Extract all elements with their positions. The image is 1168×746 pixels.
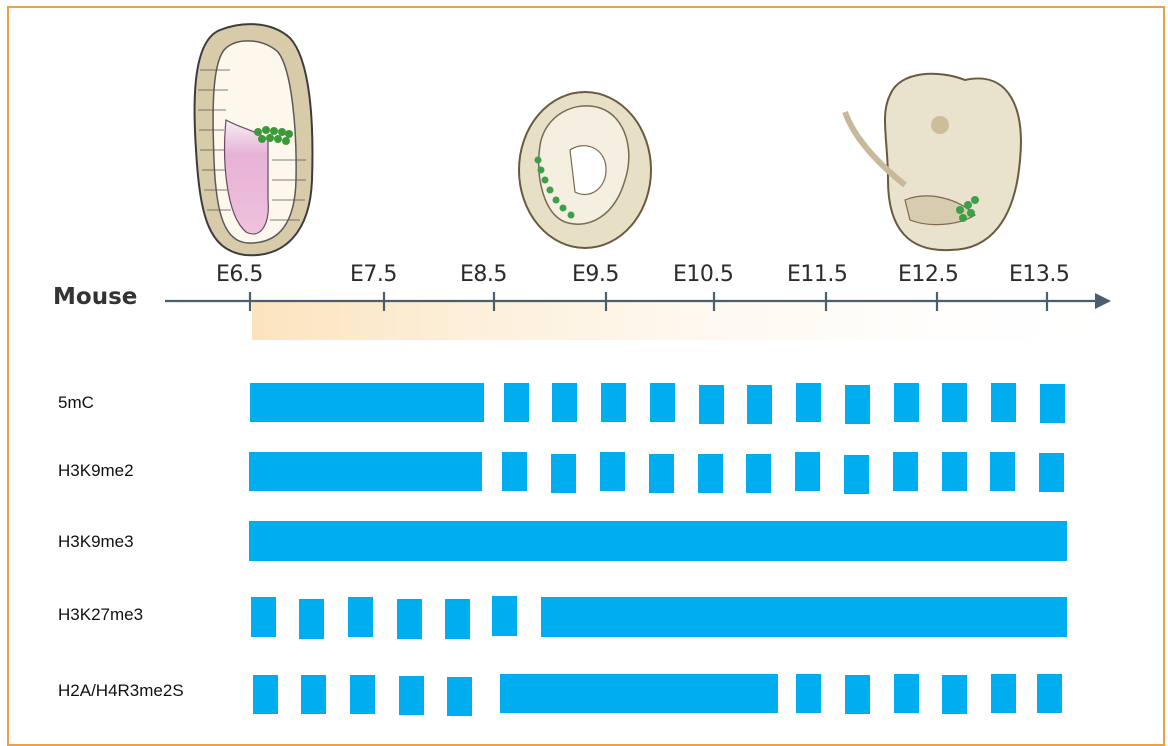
- bar-h3k9me2-segment: [990, 452, 1015, 491]
- bar-h3k9me2-segment: [795, 452, 820, 491]
- e12-5-embryo-icon: [845, 74, 1021, 250]
- bar-h2a-h4r3me2s-segment: [399, 676, 424, 715]
- bar-5mc-segment: [504, 383, 529, 422]
- bar-h3k9me2-segment: [1039, 453, 1064, 492]
- stage-label-e13-5: E13.5: [1009, 262, 1069, 287]
- e6-5-embryo-icon: [195, 24, 313, 255]
- bar-h2a-h4r3me2s-continuous: [500, 674, 778, 713]
- bar-h3k27me3-segment: [397, 599, 422, 639]
- bar-h2a-h4r3me2s-segment: [1037, 674, 1062, 713]
- bar-h3k9me2-segment: [844, 455, 869, 494]
- bar-h3k9me2-segment: [746, 454, 771, 493]
- bar-5mc-segment: [845, 385, 870, 424]
- bar-h2a-h4r3me2s-segment: [253, 675, 278, 714]
- bar-h3k9me2-segment: [502, 452, 527, 491]
- row-label-h2a-h4r3me2s: H2A/H4R3me2S: [58, 681, 184, 701]
- bar-5mc-segment: [991, 383, 1016, 422]
- e9-5-embryo-icon: [519, 92, 651, 248]
- bar-h3k9me2-segment: [551, 454, 576, 493]
- bar-h3k9me2-segment: [698, 454, 723, 493]
- bar-h2a-h4r3me2s-segment: [350, 675, 375, 714]
- bar-h3k27me3-segment: [251, 597, 276, 637]
- bar-h2a-h4r3me2s-segment: [796, 674, 821, 713]
- bar-h3k27me3-segment: [348, 597, 373, 637]
- bar-5mc-segment: [894, 383, 919, 422]
- stage-label-e11-5: E11.5: [787, 262, 847, 287]
- stage-label-e9-5: E9.5: [572, 262, 619, 287]
- row-label-h3k9me2: H3K9me2: [58, 461, 134, 481]
- timeline-gradient-band: [252, 302, 1142, 340]
- bar-h3k27me3-segment: [492, 596, 517, 636]
- bar-5mc-segment: [747, 385, 772, 424]
- bar-5mc-continuous: [250, 383, 484, 422]
- bar-5mc-segment: [650, 383, 675, 422]
- row-label-h3k9me3: H3K9me3: [58, 532, 134, 552]
- bar-h2a-h4r3me2s-segment: [894, 674, 919, 713]
- stage-label-e12-5: E12.5: [898, 262, 958, 287]
- bar-5mc-segment: [699, 385, 724, 424]
- bar-h3k27me3-segment: [299, 599, 324, 639]
- stage-label-e6-5: E6.5: [216, 262, 263, 287]
- bar-5mc-segment: [942, 383, 967, 422]
- bar-h3k27me3-segment: [445, 599, 470, 639]
- bar-h3k9me2-continuous: [249, 452, 482, 491]
- row-label-h3k27me3: H3K27me3: [58, 605, 143, 625]
- stage-label-e8-5: E8.5: [460, 262, 507, 287]
- stage-label-e7-5: E7.5: [350, 262, 397, 287]
- bar-h2a-h4r3me2s-segment: [845, 675, 870, 714]
- bar-h2a-h4r3me2s-segment: [942, 675, 967, 714]
- bar-5mc-segment: [796, 383, 821, 422]
- stage-label-e10-5: E10.5: [673, 262, 733, 287]
- bar-5mc-segment: [1040, 384, 1065, 423]
- bar-h3k27me3-continuous: [541, 597, 1067, 637]
- row-label-5mc: 5mC: [58, 393, 94, 413]
- bar-h3k9me2-segment: [893, 452, 918, 491]
- bar-h3k9me3-continuous: [249, 521, 1067, 561]
- bar-h3k9me2-segment: [649, 454, 674, 493]
- bar-h2a-h4r3me2s-segment: [301, 675, 326, 714]
- bar-h2a-h4r3me2s-segment: [447, 677, 472, 716]
- bar-h3k9me2-segment: [942, 452, 967, 491]
- bar-5mc-segment: [601, 383, 626, 422]
- species-label: Mouse: [53, 284, 137, 310]
- bar-5mc-segment: [552, 383, 577, 422]
- bar-h2a-h4r3me2s-segment: [991, 674, 1016, 713]
- bar-h3k9me2-segment: [600, 452, 625, 491]
